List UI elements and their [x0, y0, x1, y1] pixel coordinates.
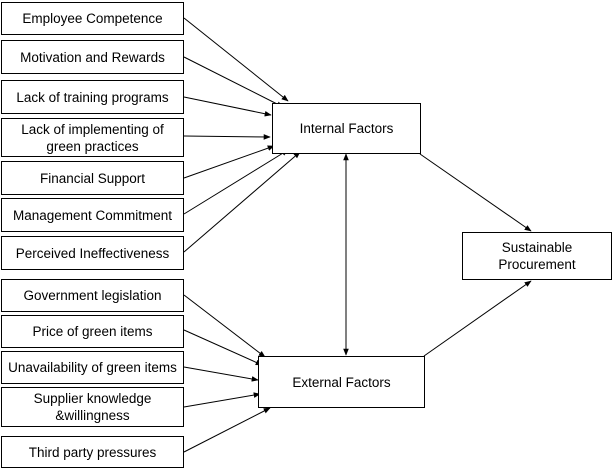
arrow-management-commitment	[183, 149, 289, 215]
factor-financial-support: Financial Support	[1, 161, 184, 195]
factor-unavailability-green-items: Unavailability of green items	[1, 351, 184, 384]
factor-supplier-knowledge: Supplier knowledge &willingness	[1, 387, 184, 427]
arrow-price-green-items	[183, 329, 263, 366]
factor-employee-competence: Employee Competence	[1, 2, 184, 35]
internal-factors-box: Internal Factors	[272, 103, 421, 154]
arrow-third-party-pressures	[183, 407, 271, 453]
factor-government-legislation: Government legislation	[1, 279, 184, 312]
factor-third-party-pressures: Third party pressures	[1, 436, 184, 468]
factor-management-commitment: Management Commitment	[1, 198, 184, 232]
arrow-internal-to-outcome	[419, 153, 532, 232]
arrow-external-to-outcome	[423, 280, 532, 357]
external-factors-box: External Factors	[258, 356, 425, 408]
sustainable-procurement-box: Sustainable Procurement	[462, 232, 612, 280]
arrow-supplier-knowledge	[183, 392, 261, 408]
arrow-employee-competence	[183, 17, 289, 102]
factor-price-green-items: Price of green items	[1, 315, 184, 348]
arrow-training-programs	[183, 96, 272, 117]
arrow-green-practices	[183, 134, 271, 140]
arrow-perceived-ineffectiveness	[183, 151, 301, 253]
factor-perceived-ineffectiveness: Perceived Ineffectiveness	[1, 236, 184, 270]
arrow-unavailability-green-items	[183, 366, 259, 382]
factor-lack-training-programs: Lack of training programs	[1, 80, 184, 114]
arrow-financial-support	[183, 145, 275, 179]
factor-motivation-rewards: Motivation and Rewards	[1, 40, 184, 74]
arrow-government-legislation	[183, 294, 266, 358]
arrow-motivation-rewards	[183, 56, 284, 108]
factor-lack-green-practices: Lack of implementing of green practices	[1, 118, 184, 157]
